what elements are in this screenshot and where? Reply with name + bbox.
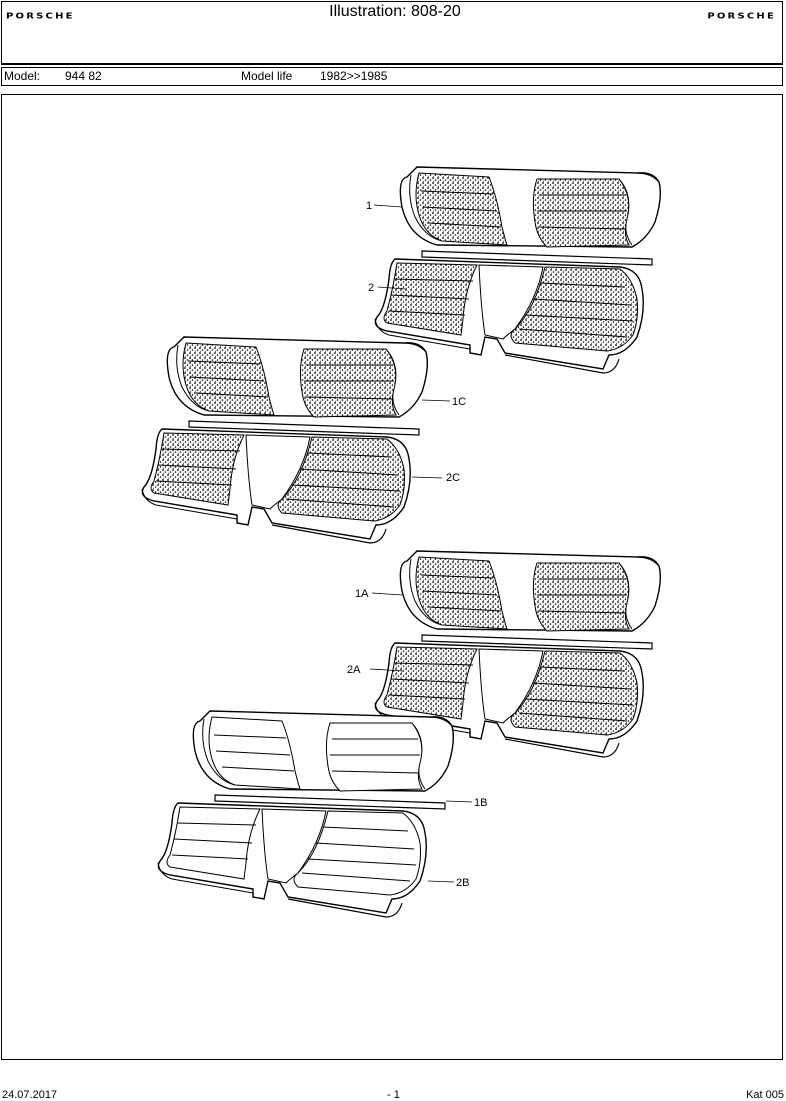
callout-1a: 1A bbox=[355, 588, 369, 600]
model-life-label: Model life bbox=[241, 69, 293, 83]
model-value: 944 82 bbox=[65, 69, 102, 83]
model-life-value: 1982>>1985 bbox=[320, 69, 388, 83]
seat-assembly-1c-2c bbox=[141, 336, 429, 544]
footer-date: 24.07.2017 bbox=[2, 1089, 58, 1101]
callout-leaders bbox=[369, 204, 473, 883]
callout-2b: 2B bbox=[456, 877, 469, 889]
callout-1b: 1B bbox=[474, 797, 487, 809]
seat-assembly-1b-2b bbox=[157, 710, 455, 918]
callout-1: 1 bbox=[366, 200, 372, 212]
header-box: PORSCHE Illustration: 808-20 PORSCHE bbox=[1, 1, 783, 65]
porsche-logo-left: PORSCHE bbox=[6, 12, 75, 21]
callout-2c: 2C bbox=[446, 472, 460, 484]
model-label: Model: bbox=[4, 69, 41, 83]
callout-2a: 2A bbox=[347, 664, 361, 676]
callout-2: 2 bbox=[368, 282, 374, 294]
porsche-logo-right: PORSCHE bbox=[707, 12, 776, 21]
illustration-title: Illustration: 808-20 bbox=[329, 3, 461, 20]
footer-page-number: - 1 bbox=[387, 1089, 400, 1101]
footer-catalog: Kat 005 bbox=[746, 1089, 784, 1101]
model-info-row: Model: 944 82 Model life 1982>>1985 bbox=[1, 67, 783, 86]
seat-illustration: 1 2 1C 2C 1A 2A 1B 2B bbox=[141, 166, 662, 918]
drawing-area: 1 2 1C 2C 1A 2A 1B 2B bbox=[1, 94, 783, 1060]
callout-1c: 1C bbox=[452, 396, 466, 408]
seat-assembly-1-2 bbox=[374, 166, 662, 374]
